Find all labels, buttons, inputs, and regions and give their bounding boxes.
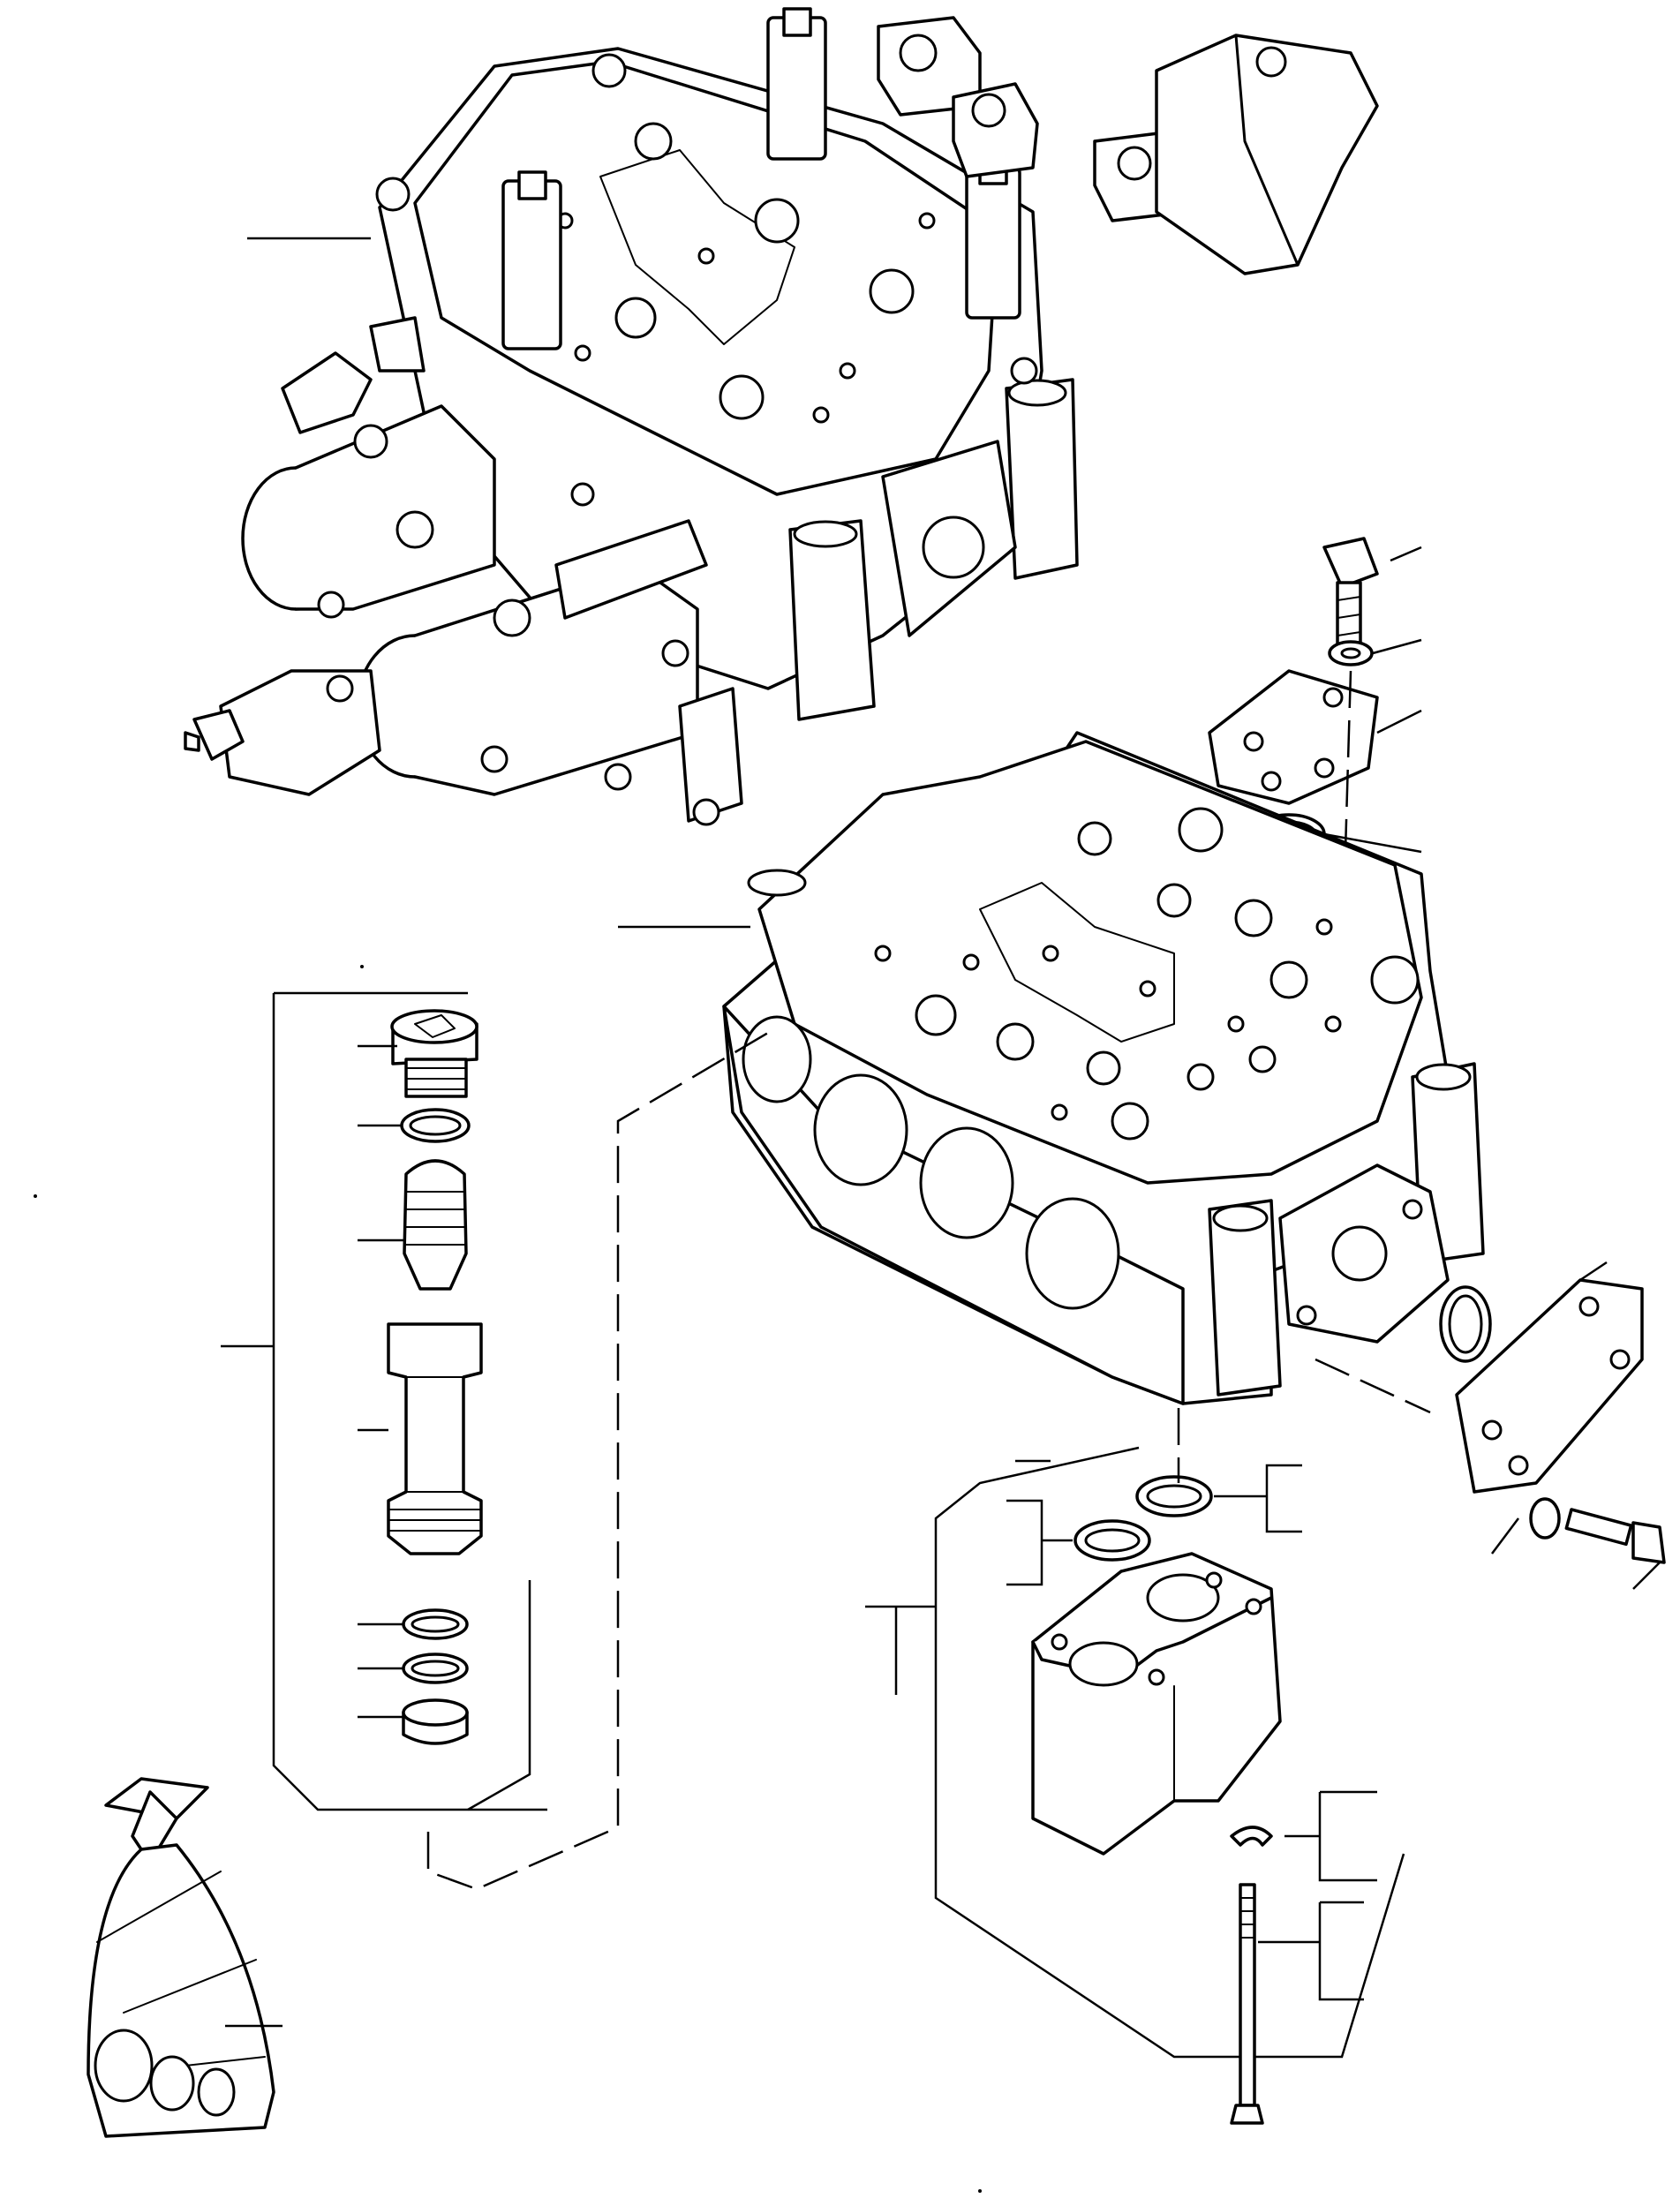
solenoid-block	[1155, 34, 1379, 275]
seal-kit-bag	[87, 1777, 283, 2138]
cover-plate	[1208, 669, 1379, 805]
valve-section	[722, 731, 1485, 1405]
spool-cylinders	[219, 404, 708, 796]
lock-washer	[1328, 640, 1374, 666]
control-valve-assembly	[184, 7, 1379, 826]
side-bolt	[1564, 1508, 1666, 1564]
rear-bosses	[480, 378, 1079, 826]
o-ring-side	[1439, 1285, 1492, 1363]
relief-valve-kit	[221, 991, 547, 1811]
side-lock-washer	[1529, 1497, 1561, 1540]
spool-end-fitting	[184, 316, 426, 761]
relief-cartridges	[501, 7, 1021, 350]
inlet-section	[865, 1446, 1405, 2125]
